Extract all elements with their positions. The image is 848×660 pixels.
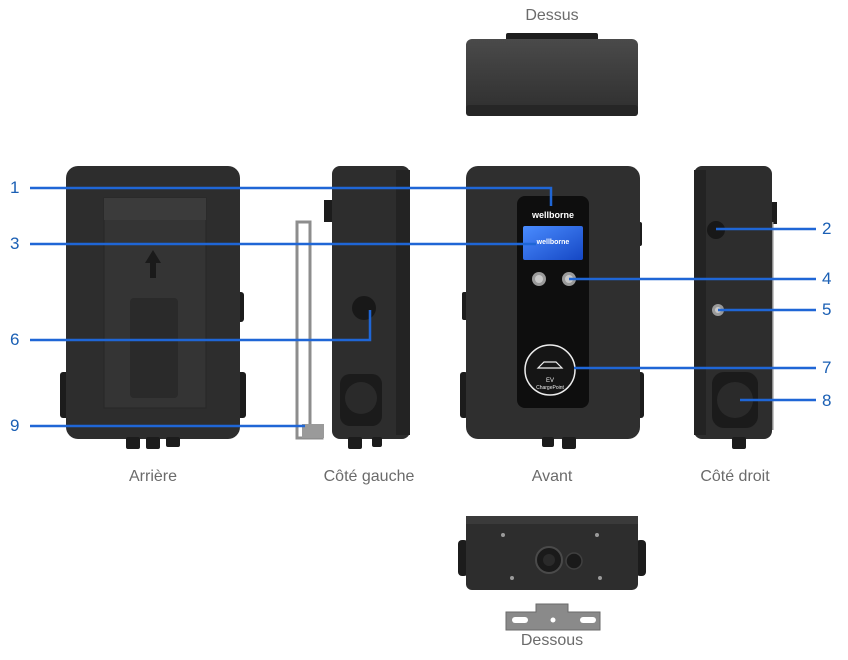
top-view bbox=[466, 33, 638, 116]
callout-number-7: 7 bbox=[822, 358, 832, 377]
callout-number-1: 1 bbox=[10, 178, 20, 197]
bottom-view bbox=[458, 516, 646, 631]
callout-line-6 bbox=[30, 310, 372, 342]
view-label-back: Arrière bbox=[128, 468, 177, 485]
front-view: wellborne wellborne EV ChargePoint bbox=[460, 166, 644, 449]
callout-number-8: 8 bbox=[822, 391, 832, 410]
callout-number-9: 9 bbox=[10, 416, 20, 435]
badge-line-2: ChargePoint bbox=[536, 385, 564, 391]
callout-number-5: 5 bbox=[822, 300, 832, 319]
badge-line-1: EV bbox=[546, 378, 554, 384]
view-label-bottom: Dessous bbox=[520, 632, 584, 649]
right-side-view bbox=[694, 166, 777, 449]
left-side-view bbox=[295, 166, 410, 449]
callout-number-6: 6 bbox=[10, 330, 20, 349]
view-label-right-side: Côté droit bbox=[700, 468, 770, 485]
back-view bbox=[60, 166, 246, 449]
callout-number-3: 3 bbox=[10, 234, 20, 253]
callout-number-2: 2 bbox=[822, 219, 832, 238]
view-label-left-side: Côté gauche bbox=[323, 468, 415, 485]
screen-brand-logo: wellborne bbox=[536, 239, 570, 246]
callout-lines bbox=[30, 186, 816, 428]
callout-line-1 bbox=[30, 186, 553, 206]
view-label-top: Dessus bbox=[525, 7, 579, 24]
front-brand-logo: wellborne bbox=[531, 210, 574, 220]
callout-number-4: 4 bbox=[822, 269, 832, 288]
view-label-front: Avant bbox=[531, 468, 573, 485]
